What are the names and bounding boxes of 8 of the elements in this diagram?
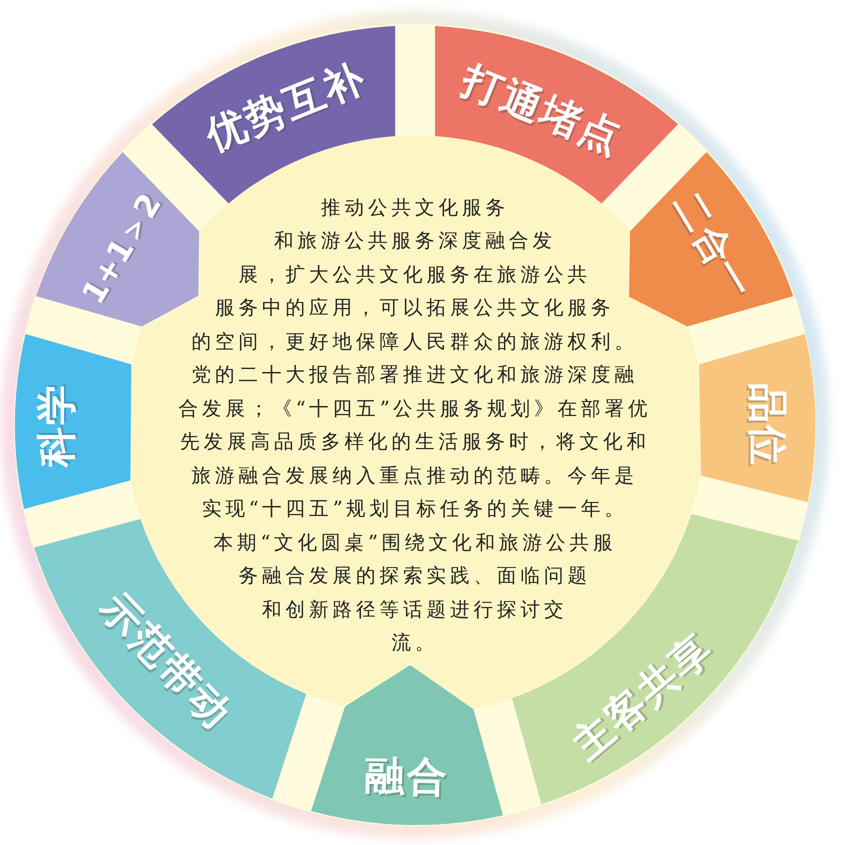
segment-label: 品位 <box>744 382 789 467</box>
ring-segment <box>15 334 132 510</box>
ring-segment <box>698 334 815 502</box>
segment-label: 优势互补 <box>200 55 373 159</box>
segment-label: 二合一 <box>666 185 761 306</box>
segment-label: 打通堵点 <box>456 58 628 162</box>
segment-label: 融合 <box>364 754 450 800</box>
segment-label: 科学 <box>34 382 79 467</box>
